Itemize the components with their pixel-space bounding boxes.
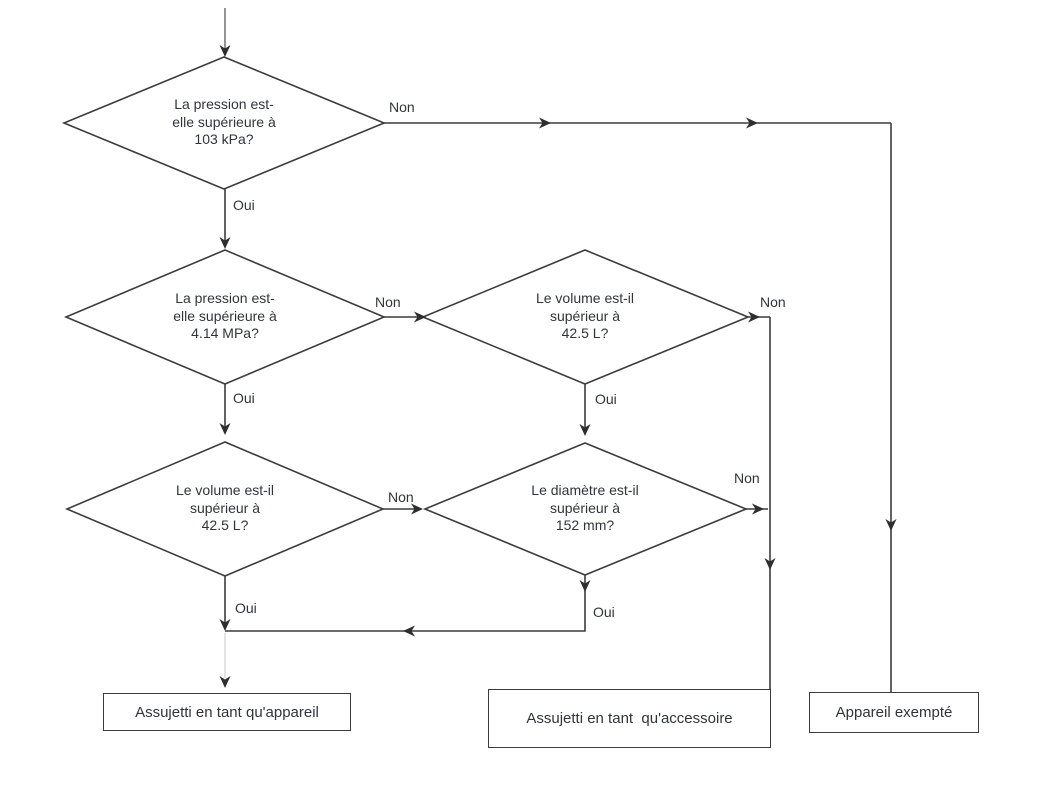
- branch-label-oui-2: Oui: [233, 390, 255, 406]
- diamond-pressure-103kpa: [61, 56, 387, 190]
- terminal-box-appareil: Assujetti en tant qu'appareil: [103, 693, 351, 731]
- branch-label-oui-5: Oui: [593, 604, 615, 620]
- branch-label-non-1: Non: [389, 99, 415, 115]
- branch-label-non-5: Non: [734, 470, 760, 486]
- branch-label-non-2: Non: [375, 294, 401, 310]
- diamond-diameter-152mm: [422, 442, 749, 576]
- diamond-pressure-414mpa: [63, 249, 387, 385]
- decision-label-pressure-414mpa: La pression est- elle supérieure à 4.14 …: [173, 290, 277, 341]
- branch-label-oui-4: Oui: [595, 391, 617, 407]
- decision-label-pressure-103kpa: La pression est- elle supérieure à 103 k…: [172, 96, 276, 147]
- terminal-box-exempte: Appareil exempté: [809, 692, 979, 733]
- diamond-volume-425l-right: [420, 249, 751, 385]
- decision-label-volume-425l-left: Le volume est-il supérieur à 42.5 L?: [175, 482, 275, 533]
- connector-lines: [224, 122, 892, 692]
- branch-label-oui-1: Oui: [233, 197, 255, 213]
- decision-label-diameter-152mm: Le diamètre est-il supérieur à 152 mm?: [531, 482, 639, 533]
- branch-label-non-3: Non: [388, 489, 414, 505]
- terminal-box-accessoire: Assujetti en tant qu'accessoire: [488, 689, 771, 748]
- decision-label-volume-425l-right: Le volume est-il supérieur à 42.5 L?: [535, 290, 635, 341]
- branch-label-oui-3: Oui: [235, 600, 257, 616]
- diamond-volume-425l-left: [64, 441, 386, 577]
- branch-label-non-4: Non: [760, 294, 786, 310]
